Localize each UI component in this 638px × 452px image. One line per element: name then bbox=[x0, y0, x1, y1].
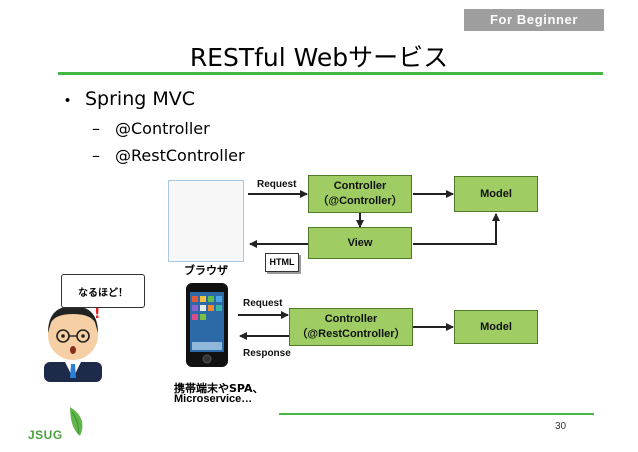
model-label: Model bbox=[480, 320, 512, 333]
footer-rule bbox=[279, 413, 594, 415]
controller-label: Controller bbox=[324, 313, 378, 325]
controller-label: Controller bbox=[333, 180, 387, 192]
for-beginner-badge: For Beginner bbox=[464, 9, 604, 31]
sub-bullet-text: @Controller bbox=[115, 119, 210, 138]
model-box-bottom: Model bbox=[454, 310, 538, 344]
jsug-leaf-logo bbox=[70, 407, 83, 436]
title-underline bbox=[58, 72, 603, 75]
model-box-top: Model bbox=[454, 176, 538, 212]
response-label: Response bbox=[243, 348, 291, 359]
request-label-bottom: Request bbox=[243, 298, 283, 309]
view-box: View bbox=[308, 227, 412, 259]
device-caption-line2: Microservice… bbox=[174, 393, 253, 405]
rest-controller-box: Controller （@RestController） bbox=[289, 308, 413, 346]
surprised-person-icon: ! bbox=[44, 306, 102, 382]
html-tag: HTML bbox=[265, 253, 299, 272]
slide-title: RESTful Webサービス bbox=[189, 43, 449, 72]
controller-box: Controller （@Controller） bbox=[308, 175, 412, 213]
sub-bullet-text: @RestController bbox=[115, 146, 245, 165]
controller-annotation: （@RestController） bbox=[296, 328, 406, 340]
speech-bubble: なるほど！ bbox=[61, 274, 145, 308]
bullet-dot: ・ bbox=[58, 90, 78, 112]
jsug-logo-text: JSUG bbox=[28, 428, 63, 442]
sub-bullet-controller: –@Controller bbox=[92, 119, 210, 138]
page-number: 30 bbox=[555, 421, 567, 432]
sub-bullet-rest-controller: –@RestController bbox=[92, 146, 245, 165]
controller-annotation: （@Controller） bbox=[317, 195, 403, 207]
svg-text:!: ! bbox=[94, 306, 100, 322]
smartphone-icon bbox=[186, 283, 228, 367]
browser-screenshot bbox=[168, 180, 244, 262]
view-label: View bbox=[347, 236, 373, 249]
browser-caption: ブラウザ bbox=[184, 264, 228, 277]
sub-bullet-dash: – bbox=[92, 146, 100, 165]
bullet-text: Spring MVC bbox=[85, 88, 196, 110]
view-to-model-arrow bbox=[413, 213, 500, 245]
sub-bullet-dash: – bbox=[92, 119, 100, 138]
model-label: Model bbox=[480, 187, 512, 200]
request-label-top: Request bbox=[257, 179, 297, 190]
device-caption-line1: 携帯端末やSPA、 bbox=[174, 382, 264, 395]
